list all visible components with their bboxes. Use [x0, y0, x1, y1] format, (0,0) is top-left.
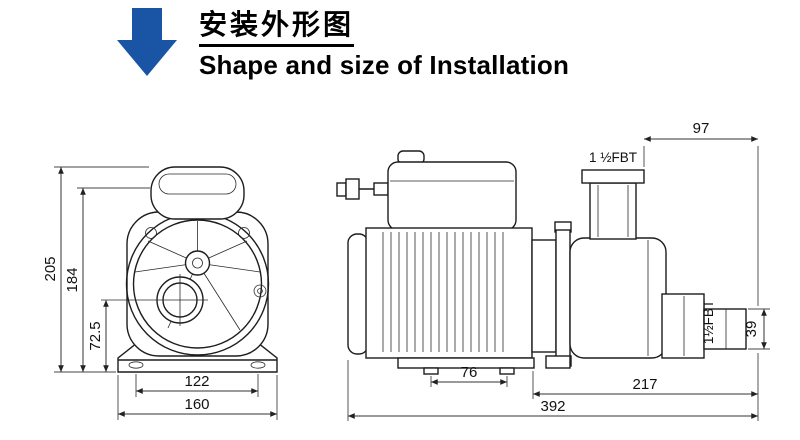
base-slots [128, 361, 266, 369]
title-english: Shape and size of Installation [199, 49, 570, 80]
front-view: 205 184 72.5 122 160 [42, 166, 278, 420]
dim-label-39: 39 [743, 321, 760, 338]
dim-label-122: 122 [184, 373, 209, 390]
dim-outlet-offset: 97 [643, 120, 759, 306]
dim-inlet-height: 72.5 [87, 300, 109, 372]
dim-total-length: 392 [347, 360, 759, 421]
clamp-band [554, 221, 572, 367]
side-port-thread-label: 1½FBT [701, 300, 716, 344]
top-port-flange [581, 169, 645, 184]
motor-end-cap [347, 233, 369, 355]
top-port-thread-label: 1 ½FBT [589, 150, 637, 165]
top-port [581, 169, 645, 240]
down-arrow-icon [117, 8, 177, 76]
dim-foot-slots: 76 [430, 364, 508, 387]
motor-body [365, 227, 533, 359]
motor-cap-front [150, 166, 245, 220]
face-hub [184, 250, 211, 276]
dim-label-160: 160 [184, 396, 209, 413]
title-chinese: 安装外形图 [199, 9, 355, 47]
dim-slot-spacing: 122 [135, 373, 259, 397]
dim-label-76: 76 [461, 364, 478, 381]
dim-label-392: 392 [540, 398, 565, 415]
inlet-port-centerline [101, 274, 208, 326]
dim-label-97: 97 [693, 120, 710, 137]
side-view: 1 ½FBT 1½FBT 97 39 76 [336, 120, 770, 421]
volute [569, 237, 667, 359]
header: 安装外形图 Shape and size of Installation [0, 0, 800, 95]
outlet-coupling [703, 308, 747, 350]
dim-label-205: 205 [42, 256, 59, 281]
dim-motor-height: 184 [64, 187, 150, 372]
outlet-elbow [661, 293, 705, 359]
dim-label-184: 184 [64, 267, 81, 292]
pump-bracket [531, 239, 557, 353]
cable-gland [373, 182, 389, 196]
dim-total-height: 205 [42, 166, 149, 373]
junction-box [387, 161, 517, 231]
dim-label-217: 217 [632, 376, 657, 393]
dim-label-72-5: 72.5 [87, 321, 104, 350]
dim-base-width: 160 [117, 375, 278, 420]
bolt-holes [145, 227, 267, 298]
motor-feet [397, 357, 535, 375]
dim-pump-length: 217 [532, 353, 759, 399]
dim-outlet-size: 39 [743, 308, 770, 350]
title-block: 安装外形图 Shape and size of Installation [199, 9, 779, 80]
power-plug [336, 178, 360, 200]
motor-fins [382, 232, 504, 352]
pump-foot [545, 355, 571, 369]
